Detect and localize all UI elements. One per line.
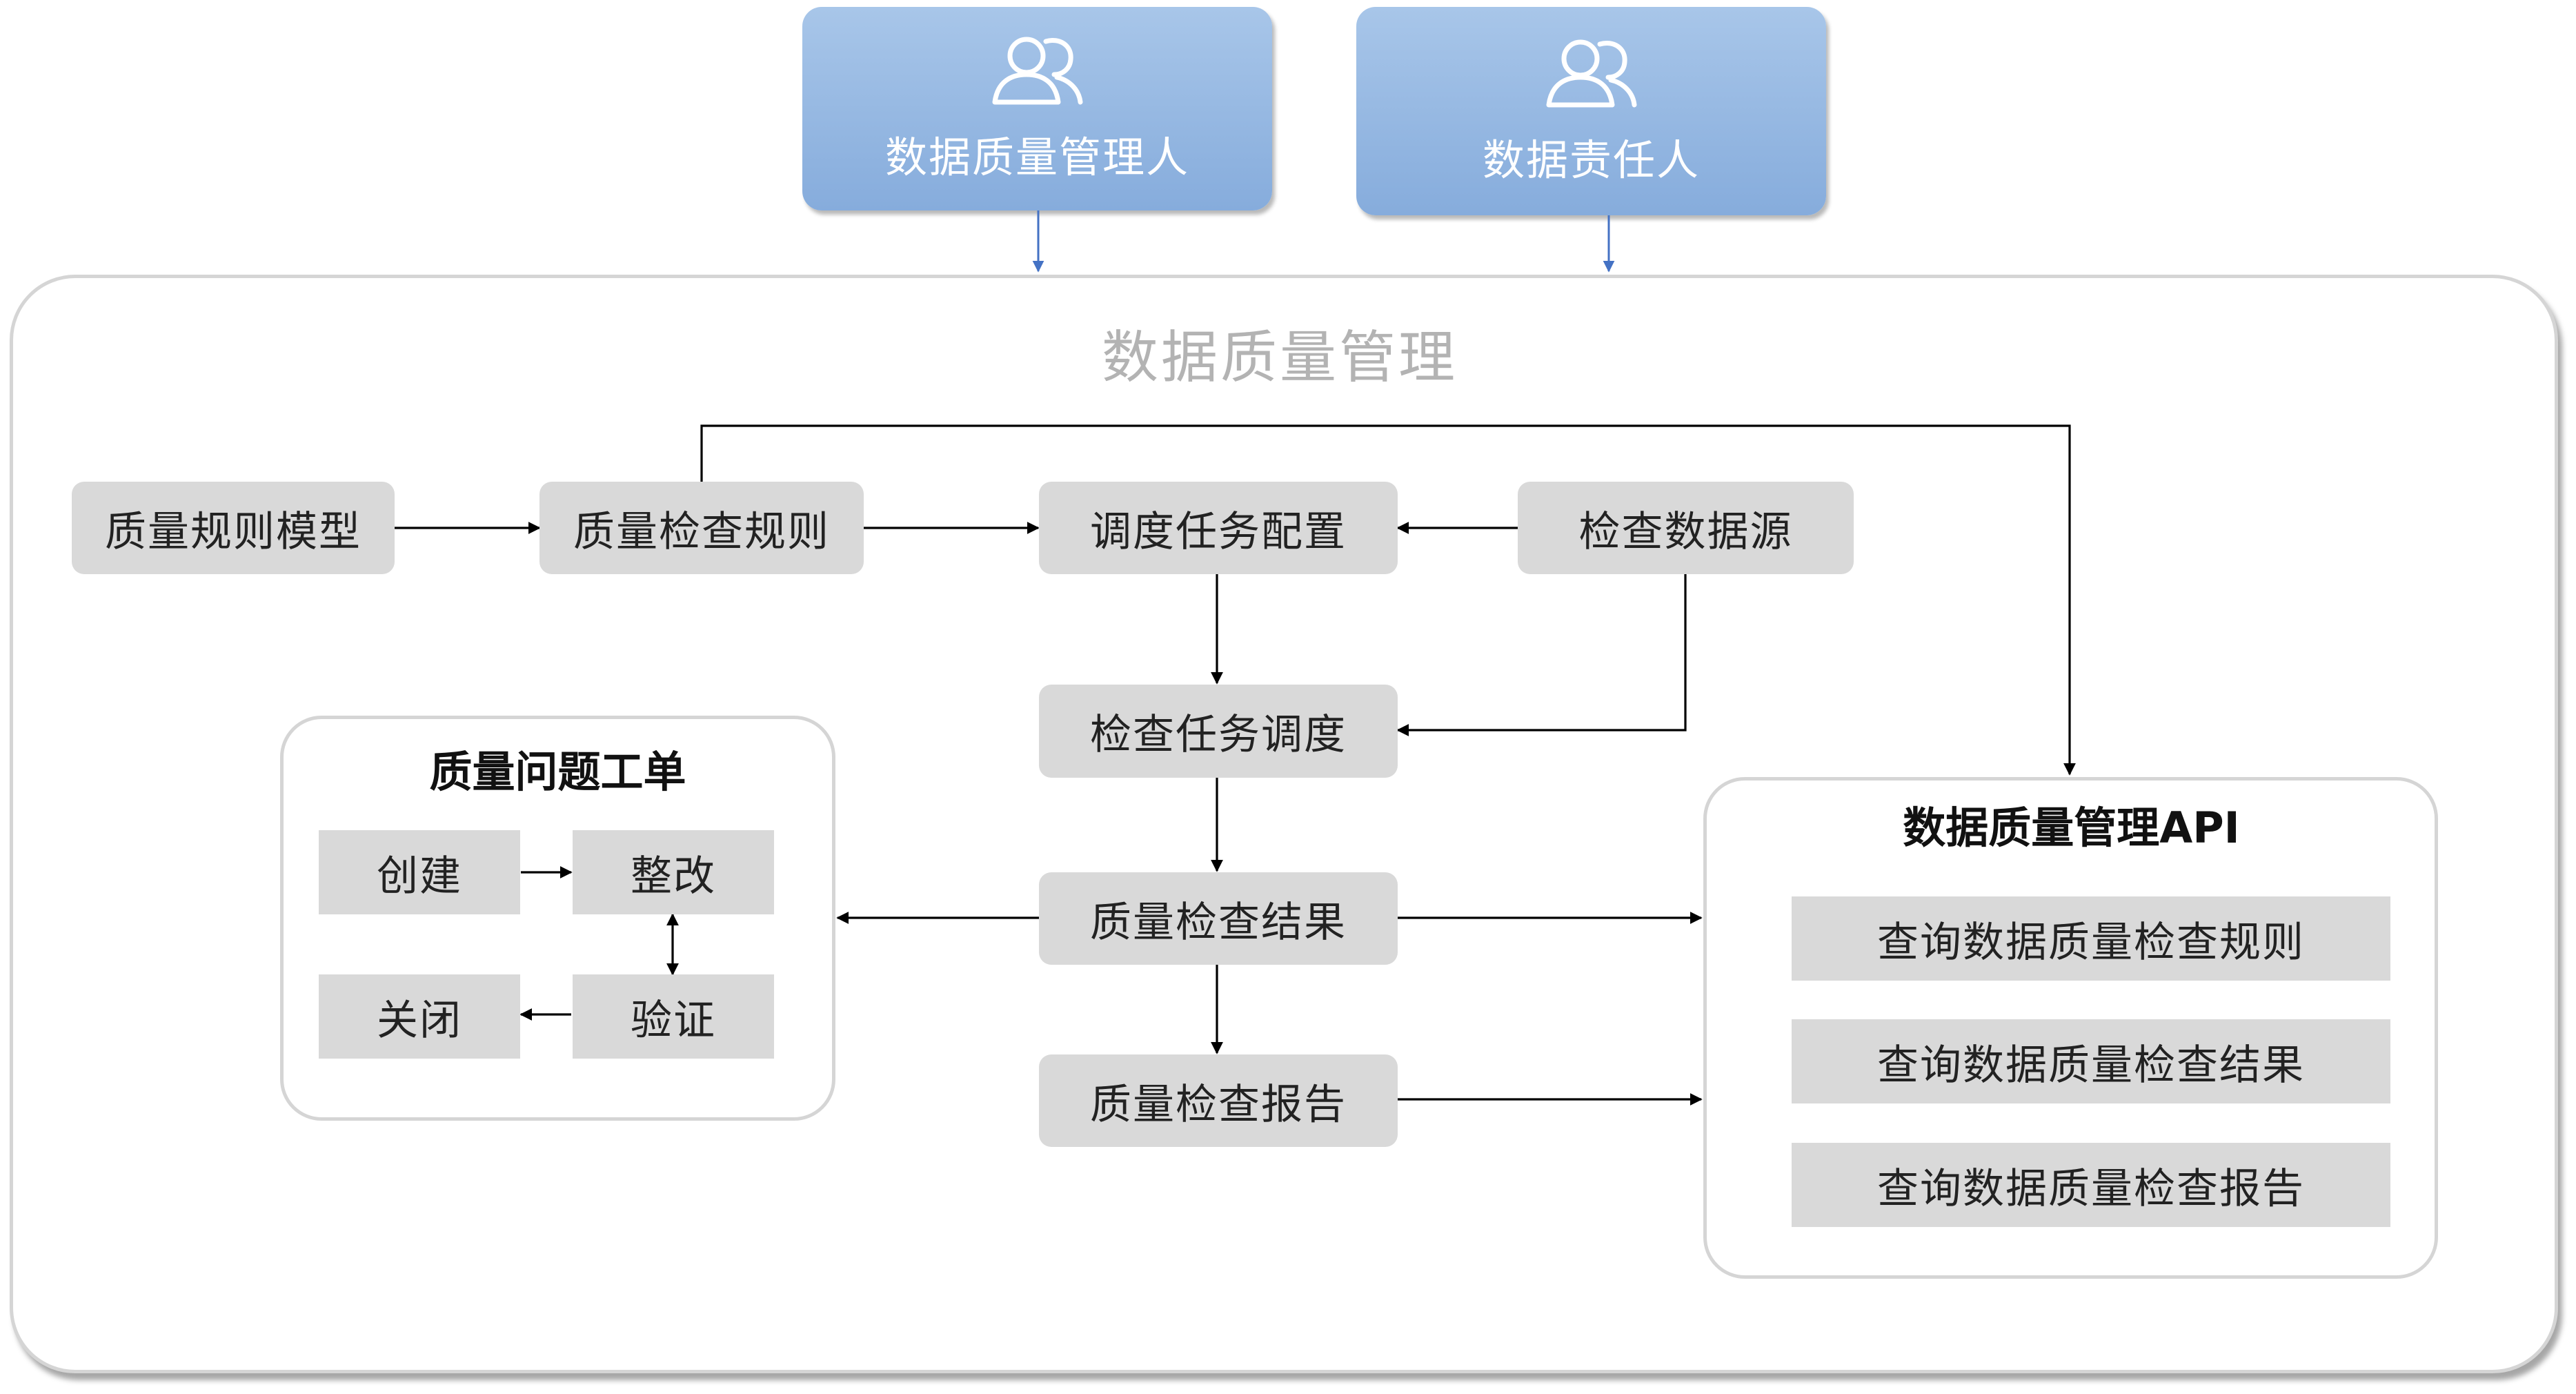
role-label: 数据责任人 (1482, 135, 1700, 185)
node-check-task-schedule: 检查任务调度 (1039, 685, 1398, 778)
issue-ticket-title: 质量问题工单 (429, 746, 686, 797)
arrow-data-source-to-task (1396, 574, 1687, 736)
users-icon (1546, 39, 1636, 107)
role-data-owner: 数据责任人 (1356, 7, 1826, 215)
api-title: 数据质量管理API (1903, 803, 2240, 853)
api-item: 查询数据质量检查报告 (1792, 1143, 2390, 1227)
node-check-data-source: 检查数据源 (1518, 482, 1854, 574)
node-quality-check-report: 质量检查报告 (1039, 1054, 1398, 1147)
role-label: 数据质量管理人 (884, 133, 1189, 182)
node-quality-check-rules: 质量检查规则 (539, 482, 864, 574)
node-schedule-task-config: 调度任务配置 (1039, 482, 1398, 574)
issue-step-rectify: 整改 (573, 830, 774, 914)
api-item: 查询数据质量检查结果 (1792, 1019, 2390, 1103)
issue-step-create: 创建 (319, 830, 520, 914)
node-quality-rule-model: 质量规则模型 (72, 482, 395, 574)
node-quality-check-result: 质量检查结果 (1039, 872, 1398, 965)
main-title: 数据质量管理 (1101, 324, 1458, 391)
api-item: 查询数据质量检查规则 (1792, 896, 2390, 981)
users-icon (992, 37, 1082, 105)
issue-step-close: 关闭 (319, 974, 520, 1059)
issue-step-verify: 验证 (573, 974, 774, 1059)
arrow-rules-to-api (700, 424, 2076, 776)
role-quality-manager: 数据质量管理人 (802, 7, 1272, 210)
